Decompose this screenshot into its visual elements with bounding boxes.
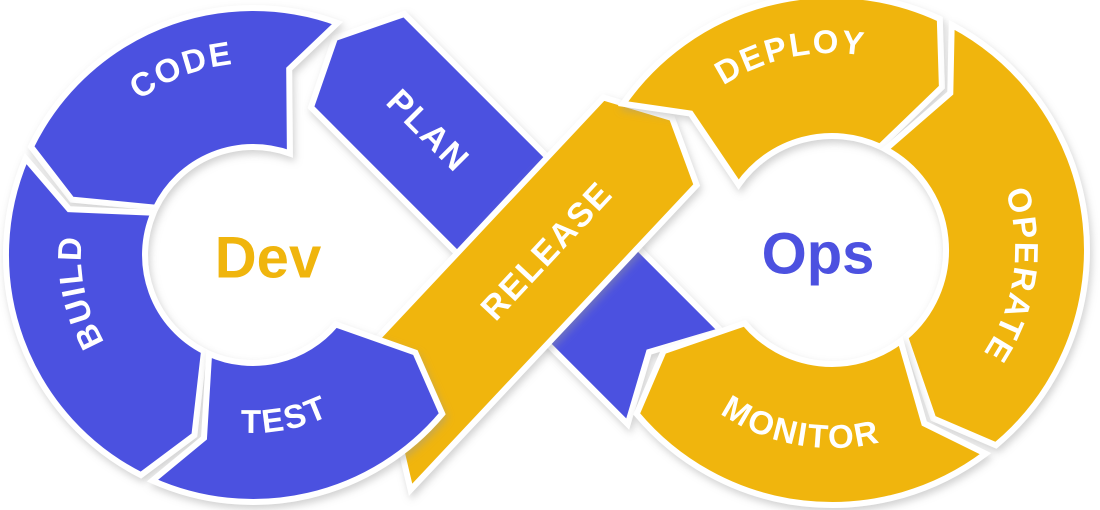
ops-center-label: Ops [762, 222, 875, 287]
monitor-segment [633, 319, 992, 509]
code-segment [27, 5, 344, 211]
operate-segment [880, 19, 1090, 449]
dev-loop-ring [2, 5, 446, 505]
ops-loop-ring [617, 0, 1090, 509]
test-segment [146, 320, 446, 505]
build-segment [2, 152, 208, 479]
dev-center-label: Dev [215, 226, 321, 291]
deploy-segment [617, 0, 945, 190]
